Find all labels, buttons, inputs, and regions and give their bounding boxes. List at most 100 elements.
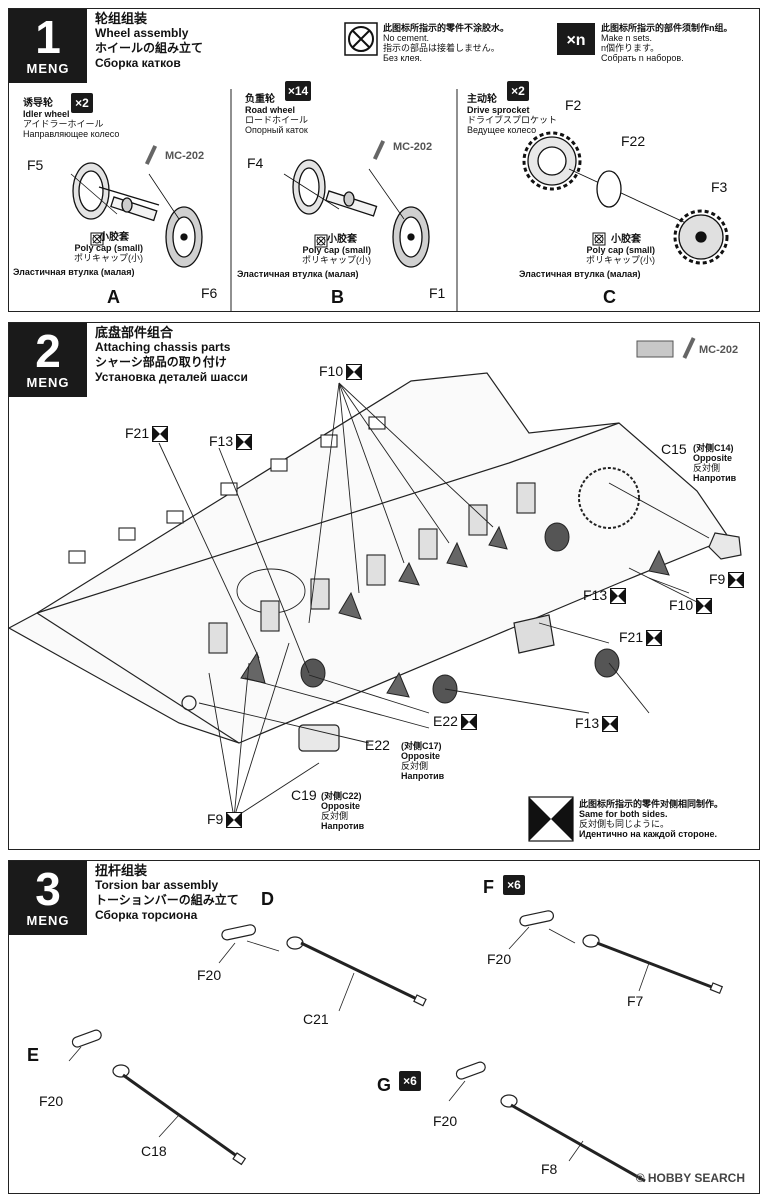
multiplier-badge: ×14 — [285, 81, 311, 101]
title-ru: Сборка катков — [95, 56, 181, 70]
polycap-caption: 小胶套 Poly cap (small) ポリキャップ(小) — [529, 234, 655, 266]
text-jp: ポリキャップ(小) — [586, 255, 655, 265]
sub-step-letter: G — [377, 1075, 392, 1095]
text-cn: 此图标所指示的零件对侧相同制作。 — [579, 799, 724, 809]
brand-logo: MENG — [26, 61, 70, 76]
text-ru: Напротив — [693, 473, 737, 483]
part-label: F20 — [39, 1093, 64, 1109]
part-code: F13 — [575, 715, 600, 731]
part-label: F13 — [575, 715, 619, 733]
sub-step-letter: E — [27, 1045, 40, 1065]
title-cn: 底盘部件组合 — [95, 325, 174, 340]
text-ru: Ведущее колесо — [467, 125, 537, 135]
step-3-drawing — [68, 910, 724, 1183]
multiplier-badge: ×2 — [507, 81, 529, 101]
title-ru: Установка деталей шасси — [95, 370, 248, 384]
sub-step-letter: A — [107, 287, 120, 307]
suspension-mounts — [68, 416, 536, 654]
part-label-e22b: E22 — [365, 737, 390, 753]
text-ru: Идентично на каждой стороне. — [579, 829, 718, 839]
text-cn: 对侧 — [324, 791, 343, 801]
polycap-caption-ru: Эластичная втулка (малая) — [519, 269, 641, 279]
multiplier-badge: ×6 — [399, 1071, 421, 1091]
part-label: F2 — [565, 97, 582, 113]
text-ru: Собрать n наборов. — [601, 53, 684, 63]
title-jp: シャーシ部品の取り付け — [95, 355, 227, 369]
part-label: E22 — [433, 713, 477, 731]
text-cn: 小胶套 — [99, 232, 129, 243]
part-label: F7 — [627, 993, 644, 1009]
part-code: F21 — [125, 425, 150, 441]
part-label: F6 — [201, 285, 218, 301]
part-code: F9 — [207, 811, 224, 827]
step-number: 1 — [35, 11, 61, 63]
part-label: F1 — [429, 285, 446, 301]
text-en: Opposite — [693, 453, 733, 463]
step-2-badge: 2 MENG — [9, 323, 87, 397]
text-en: No cement. — [383, 33, 430, 43]
step-2-drawing — [7, 337, 742, 842]
step-1-title: 轮组组装 Wheel assembly ホイールの組み立て Сборка кат… — [95, 11, 203, 71]
step-number: 2 — [35, 325, 61, 377]
watermark: © HOBBY SEARCH — [635, 1171, 745, 1185]
text-ru: Напротив — [321, 821, 365, 831]
text-cn: 诱导轮 — [23, 98, 53, 109]
make-n-legend: 此图标所指示的部件须制作n组。 Make n sets. n個作ります。 Соб… — [601, 23, 733, 63]
same-both-sides-legend: 此图标所指示的零件对侧相同制作。 Same for both sides. 反対… — [579, 799, 723, 839]
text-jp: 反対側も同じように。 — [579, 819, 670, 829]
idler-wheel-caption: 诱导轮 Idler wheel アイドラーホイール Направляющее к… — [23, 98, 120, 140]
part-label: C21 — [303, 1011, 329, 1027]
sub-step-letter: C — [603, 287, 616, 307]
brand-logo: MENG — [26, 375, 70, 390]
text-en: Poly cap (small) — [586, 245, 655, 255]
text-jp: n個作ります。 — [601, 43, 660, 53]
step-1-panel: 1 MENG 轮组组装 Wheel assembly ホイールの組み立て Сбо… — [8, 8, 760, 312]
polycap-icon — [314, 234, 328, 248]
text-ru: Напротив — [401, 771, 445, 781]
text-jp: ポリキャップ(小) — [302, 255, 371, 265]
idler-mount-part — [298, 532, 742, 752]
text-en: Poly cap (small) — [74, 243, 143, 253]
paint-code: MC-202 — [699, 344, 739, 356]
drive-sprocket-caption: 主动轮 Drive sprocket ドライブスプロケット Ведущее ко… — [467, 95, 557, 136]
paint-code: MC-202 — [393, 141, 433, 153]
polycap-caption: 小胶套 Poly cap (small) ポリキャップ(小) — [23, 232, 143, 264]
text-jp: 反対側 — [401, 761, 429, 771]
part-code: F21 — [619, 629, 644, 645]
idler-wheel-drawing — [70, 162, 203, 268]
text-cn: 对侧 — [696, 443, 715, 453]
text-cn: 小胶套 — [611, 234, 641, 245]
make-n-icon: ×n — [557, 23, 595, 55]
part-label: F20 — [197, 967, 222, 983]
road-wheel-caption: 负重轮 Road wheel ロードホイール Опорный каток — [245, 94, 309, 136]
text-cn: 对侧 — [404, 741, 423, 751]
torsion-bar-g — [448, 1061, 646, 1183]
part-label: F5 — [27, 157, 44, 173]
multiplier-badge: ×6 — [503, 875, 525, 895]
sub-step-letter: B — [331, 287, 344, 307]
opposite-note: (对侧C14) Opposite 反対側 Напротив — [693, 443, 737, 483]
text-jp: 反対側 — [693, 463, 721, 473]
text-en: Opposite — [321, 801, 361, 811]
title-ru: Сборка торсиона — [95, 908, 198, 922]
brand-logo: MENG — [26, 913, 70, 928]
part-label-c15: C15 — [661, 441, 687, 457]
paint-color-icon — [372, 140, 386, 160]
text-jp: ロードホイール — [245, 115, 309, 125]
step-2-panel: 2 MENG 底盘部件组合 Attaching chassis parts シャ… — [7, 322, 760, 850]
text-cn: 小胶套 — [327, 234, 357, 245]
part-label-c19: C19 — [291, 787, 317, 803]
text-jp: 指示の部品は接着しません。 — [383, 43, 500, 53]
torsion-bar-e — [68, 1029, 247, 1166]
text-cn: 负重轮 — [245, 94, 275, 105]
paint-swatch-icon — [636, 337, 696, 359]
text-ru: Направляющее колесо — [23, 129, 120, 139]
step-3-title: 扭杆组装 Torsion bar assembly トーションバーの組み立て С… — [95, 863, 239, 923]
part-label: F8 — [541, 1161, 558, 1177]
text-jp: 反対側 — [321, 811, 349, 821]
polycap-icon — [592, 232, 606, 246]
text-cn: 此图标所指示的零件不涂胶水。 — [383, 23, 510, 33]
part-code: F10 — [319, 363, 344, 379]
paint-color-icon — [144, 145, 158, 165]
part-code: C17 — [422, 741, 439, 751]
